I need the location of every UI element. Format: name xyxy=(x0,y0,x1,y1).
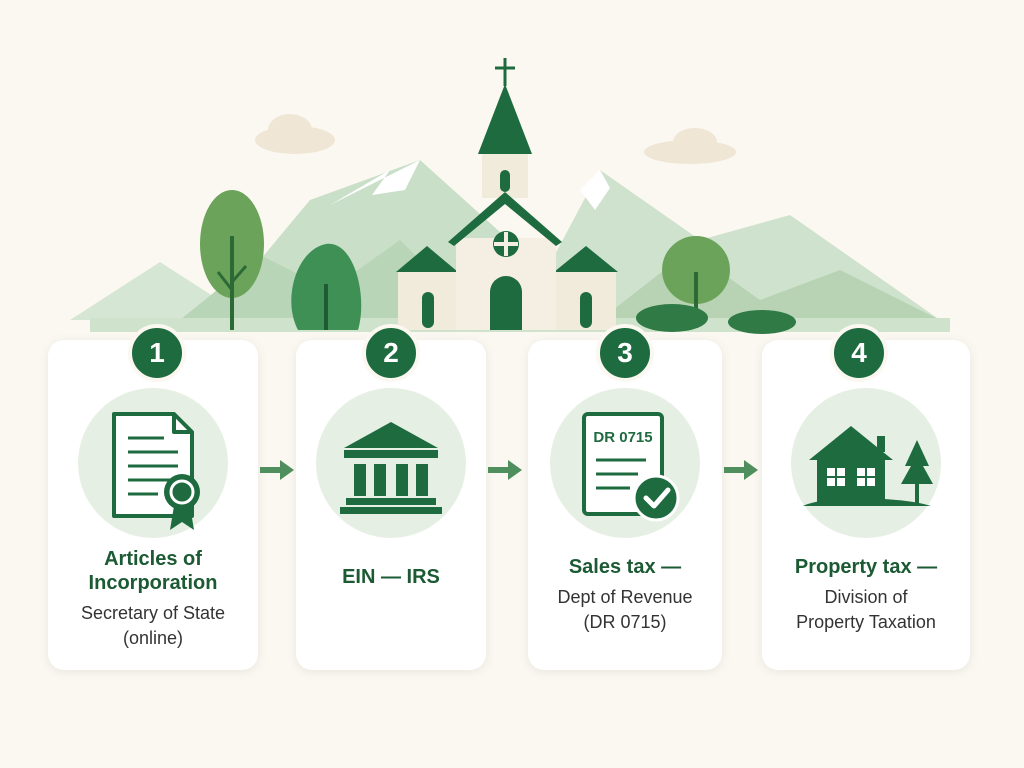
bush-icon xyxy=(636,304,796,334)
step-number-badge: 3 xyxy=(596,324,654,382)
step-card-4: Property tax — Division of Property Taxa… xyxy=(762,340,970,670)
government-building-icon xyxy=(340,422,442,514)
step-card-3: DR 0715 Sales tax — Dept of Revenue (DR … xyxy=(528,340,722,670)
certificate-document-icon xyxy=(112,412,200,530)
arrow-right-icon xyxy=(724,460,758,480)
step-title-line1: Property tax — xyxy=(794,556,938,578)
step-subtitle-line2: (online) xyxy=(122,628,184,648)
step-title-line1: EIN — IRS xyxy=(342,566,440,588)
arrow-right-icon xyxy=(488,460,522,480)
tree-icon xyxy=(291,243,362,330)
step-subtitle-line1: Division of xyxy=(824,587,908,607)
tax-form-check-icon: DR 0715 xyxy=(582,412,680,522)
icon-circle xyxy=(78,388,228,538)
step-title-line1: Articles of xyxy=(104,548,202,570)
icon-circle xyxy=(791,388,941,538)
form-label: DR 0715 xyxy=(593,429,652,446)
step-card-1: Articles of Incorporation Secretary of S… xyxy=(48,340,258,670)
mountain-church-scene xyxy=(70,58,950,334)
step-card-2: EIN — IRS xyxy=(296,340,486,670)
tree-icon xyxy=(662,236,730,328)
step-number-badge: 4 xyxy=(830,324,888,382)
icon-circle: DR 0715 xyxy=(550,388,700,538)
icon-circle xyxy=(316,388,466,538)
tree-icon xyxy=(200,190,264,330)
step-subtitle-line1: Dept of Revenue xyxy=(557,587,693,607)
step-subtitle-line1: Secretary of State xyxy=(80,603,226,623)
church-icon xyxy=(396,58,618,330)
step-title-line2: Incorporation xyxy=(88,572,218,594)
house-icon xyxy=(803,426,933,506)
arrow-right-icon xyxy=(260,460,294,480)
cloud-icon xyxy=(255,114,736,164)
step-number-badge: 1 xyxy=(128,324,186,382)
step-number-badge: 2 xyxy=(362,324,420,382)
step-subtitle-line2: Property Taxation xyxy=(796,612,936,632)
step-subtitle-line2: (DR 0715) xyxy=(583,612,667,632)
step-title-line1: Sales tax — xyxy=(568,556,682,578)
